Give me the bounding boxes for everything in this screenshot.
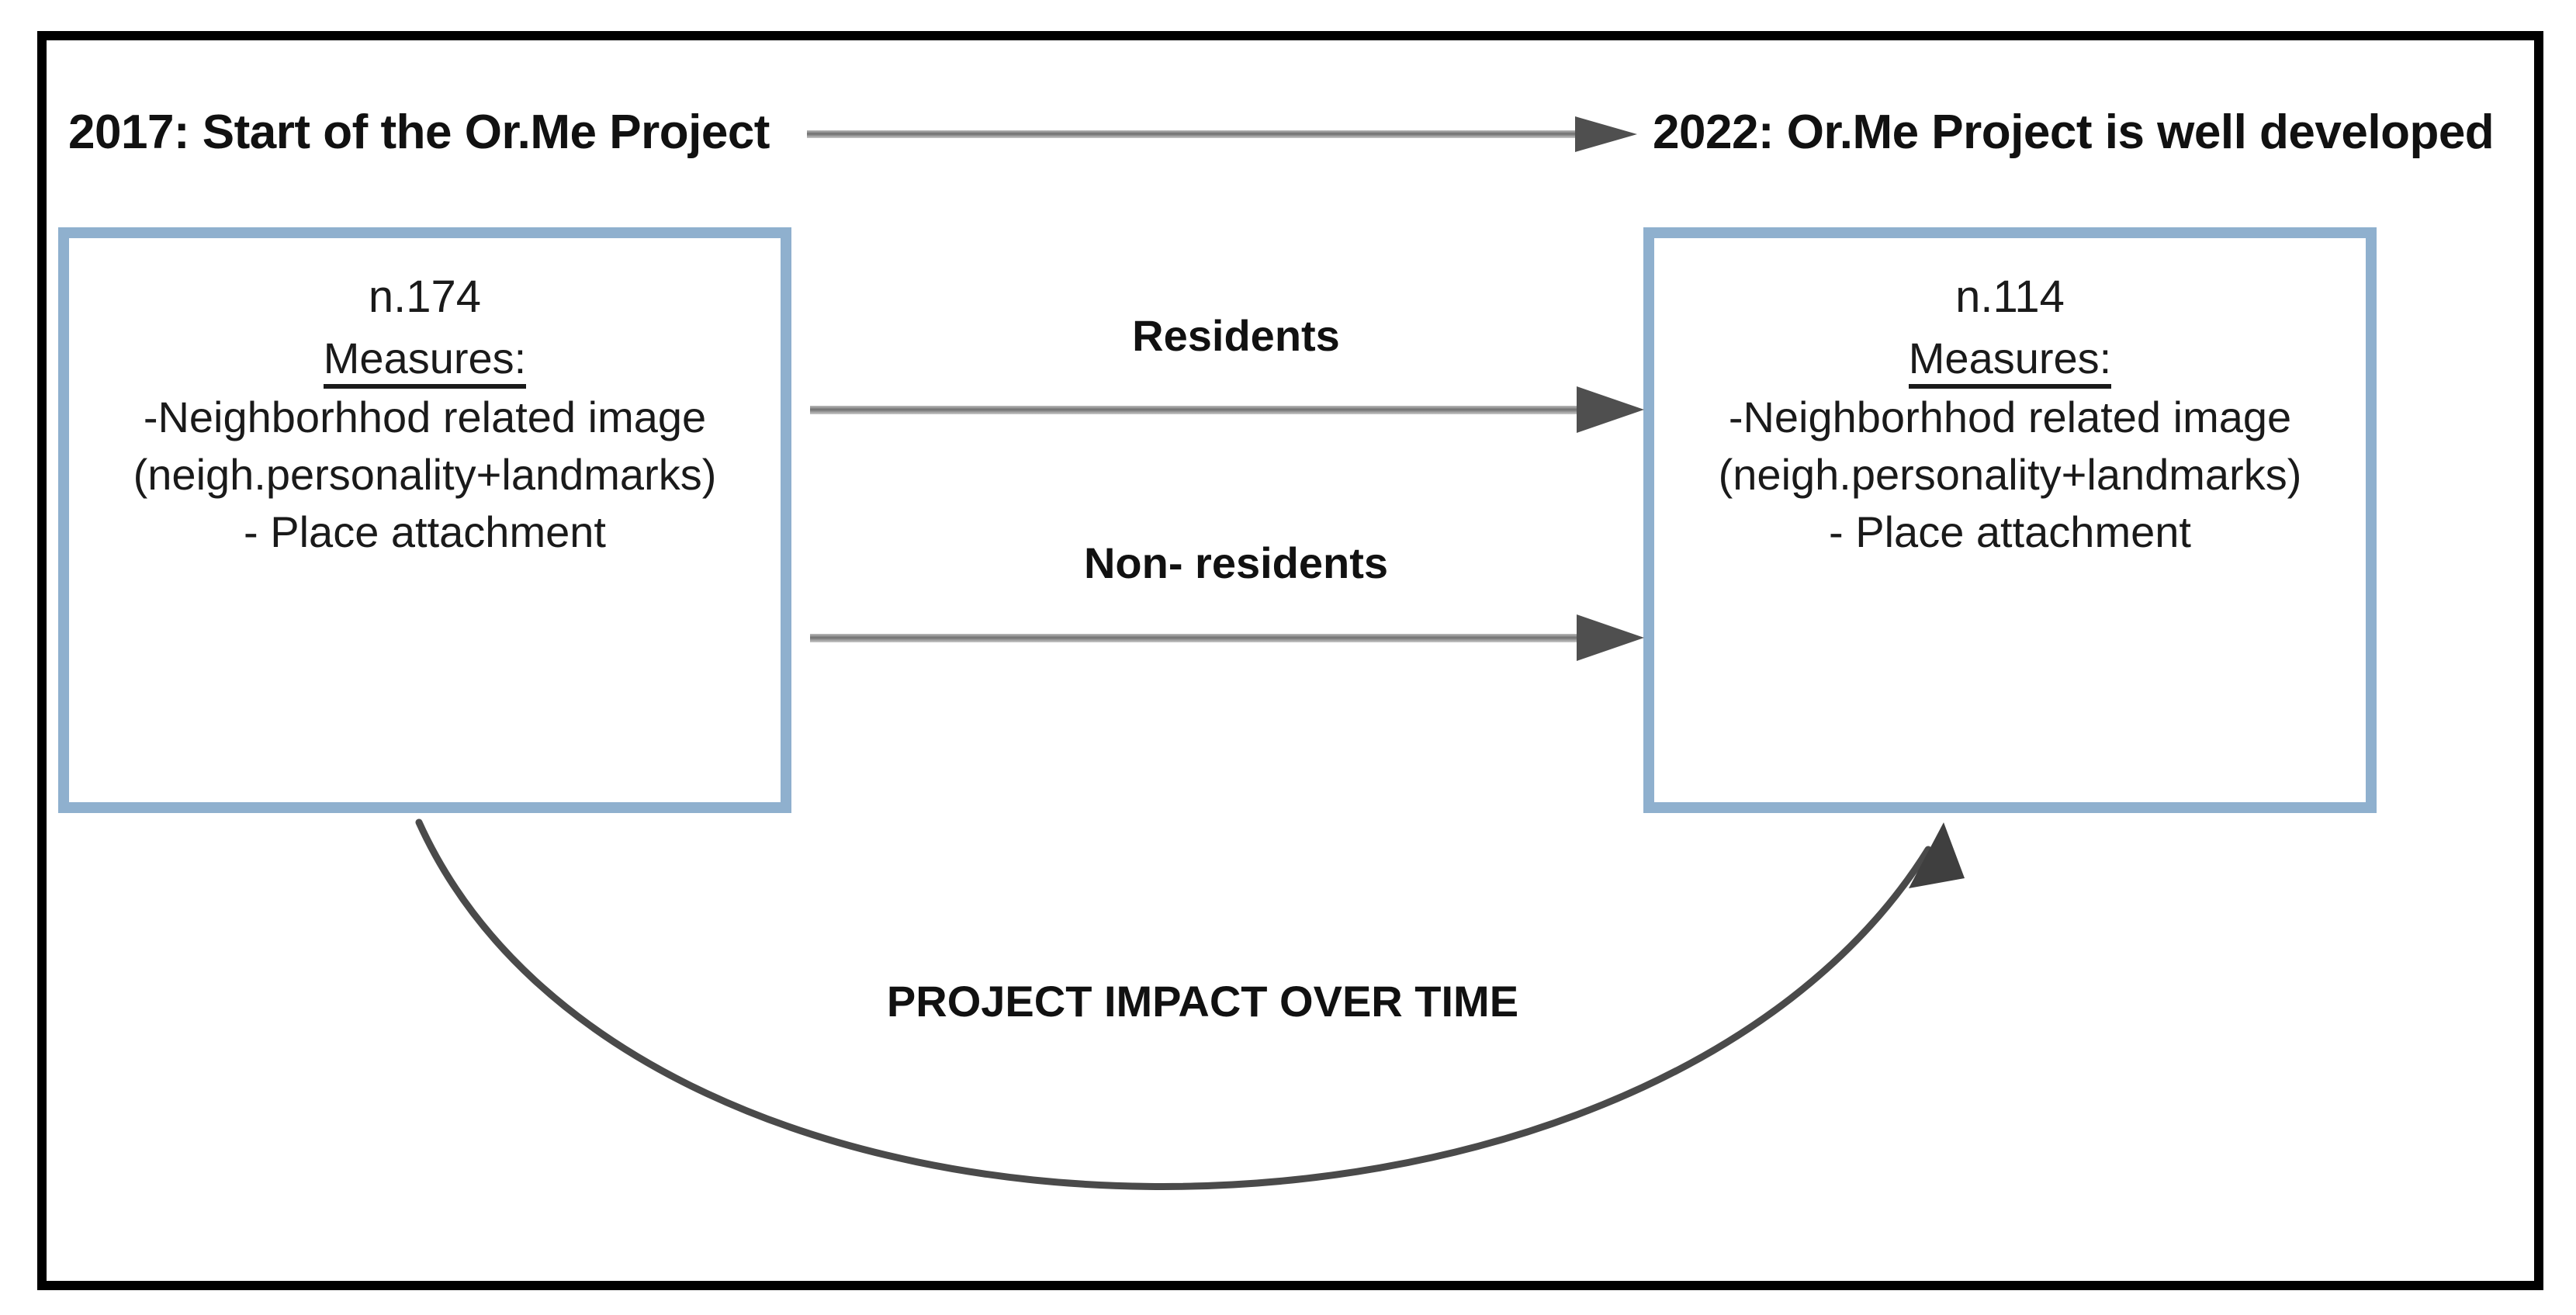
flow-label-residents: Residents [1132, 311, 1340, 360]
flow-arrow-residents [810, 380, 1652, 442]
measures-heading-text-2017: Measures: [323, 333, 527, 389]
diagram-outer-frame [37, 31, 2543, 1290]
timeline-start-label: 2017: Start of the Or.Me Project [68, 106, 770, 159]
participant-count-2022: n.114 [1955, 272, 2065, 322]
impact-curved-arrow [310, 807, 2056, 1272]
measure-item-2017-1: -Neighborhhod related image [143, 392, 707, 441]
impact-label: PROJECT IMPACT OVER TIME [886, 977, 1519, 1026]
timeline-end-label: 2022: Or.Me Project is well developed [1653, 106, 2495, 159]
measure-item-2017-3: - Place attachment [244, 507, 606, 556]
measure-item-2022-3: - Place attachment [1829, 507, 2191, 556]
measures-heading-2022: Measures: [1654, 332, 2366, 389]
phase-box-2022: n.114 Measures: -Neighborhhod related im… [1643, 227, 2377, 813]
phase-box-2017: n.174 Measures: -Neighborhhod related im… [58, 227, 791, 813]
measures-heading-2017: Measures: [69, 332, 781, 389]
measures-heading-text-2022: Measures: [1908, 333, 2112, 389]
timeline-arrow [807, 101, 1645, 171]
measure-item-2022-2: (neigh.personality+landmarks) [1718, 449, 2302, 499]
participant-count-2017: n.174 [368, 272, 482, 322]
flow-label-non-residents: Non- residents [1083, 538, 1389, 587]
flow-arrow-non-residents [810, 608, 1652, 670]
measure-item-2017-2: (neigh.personality+landmarks) [133, 449, 717, 499]
measure-item-2022-1: -Neighborhhod related image [1728, 392, 2292, 441]
